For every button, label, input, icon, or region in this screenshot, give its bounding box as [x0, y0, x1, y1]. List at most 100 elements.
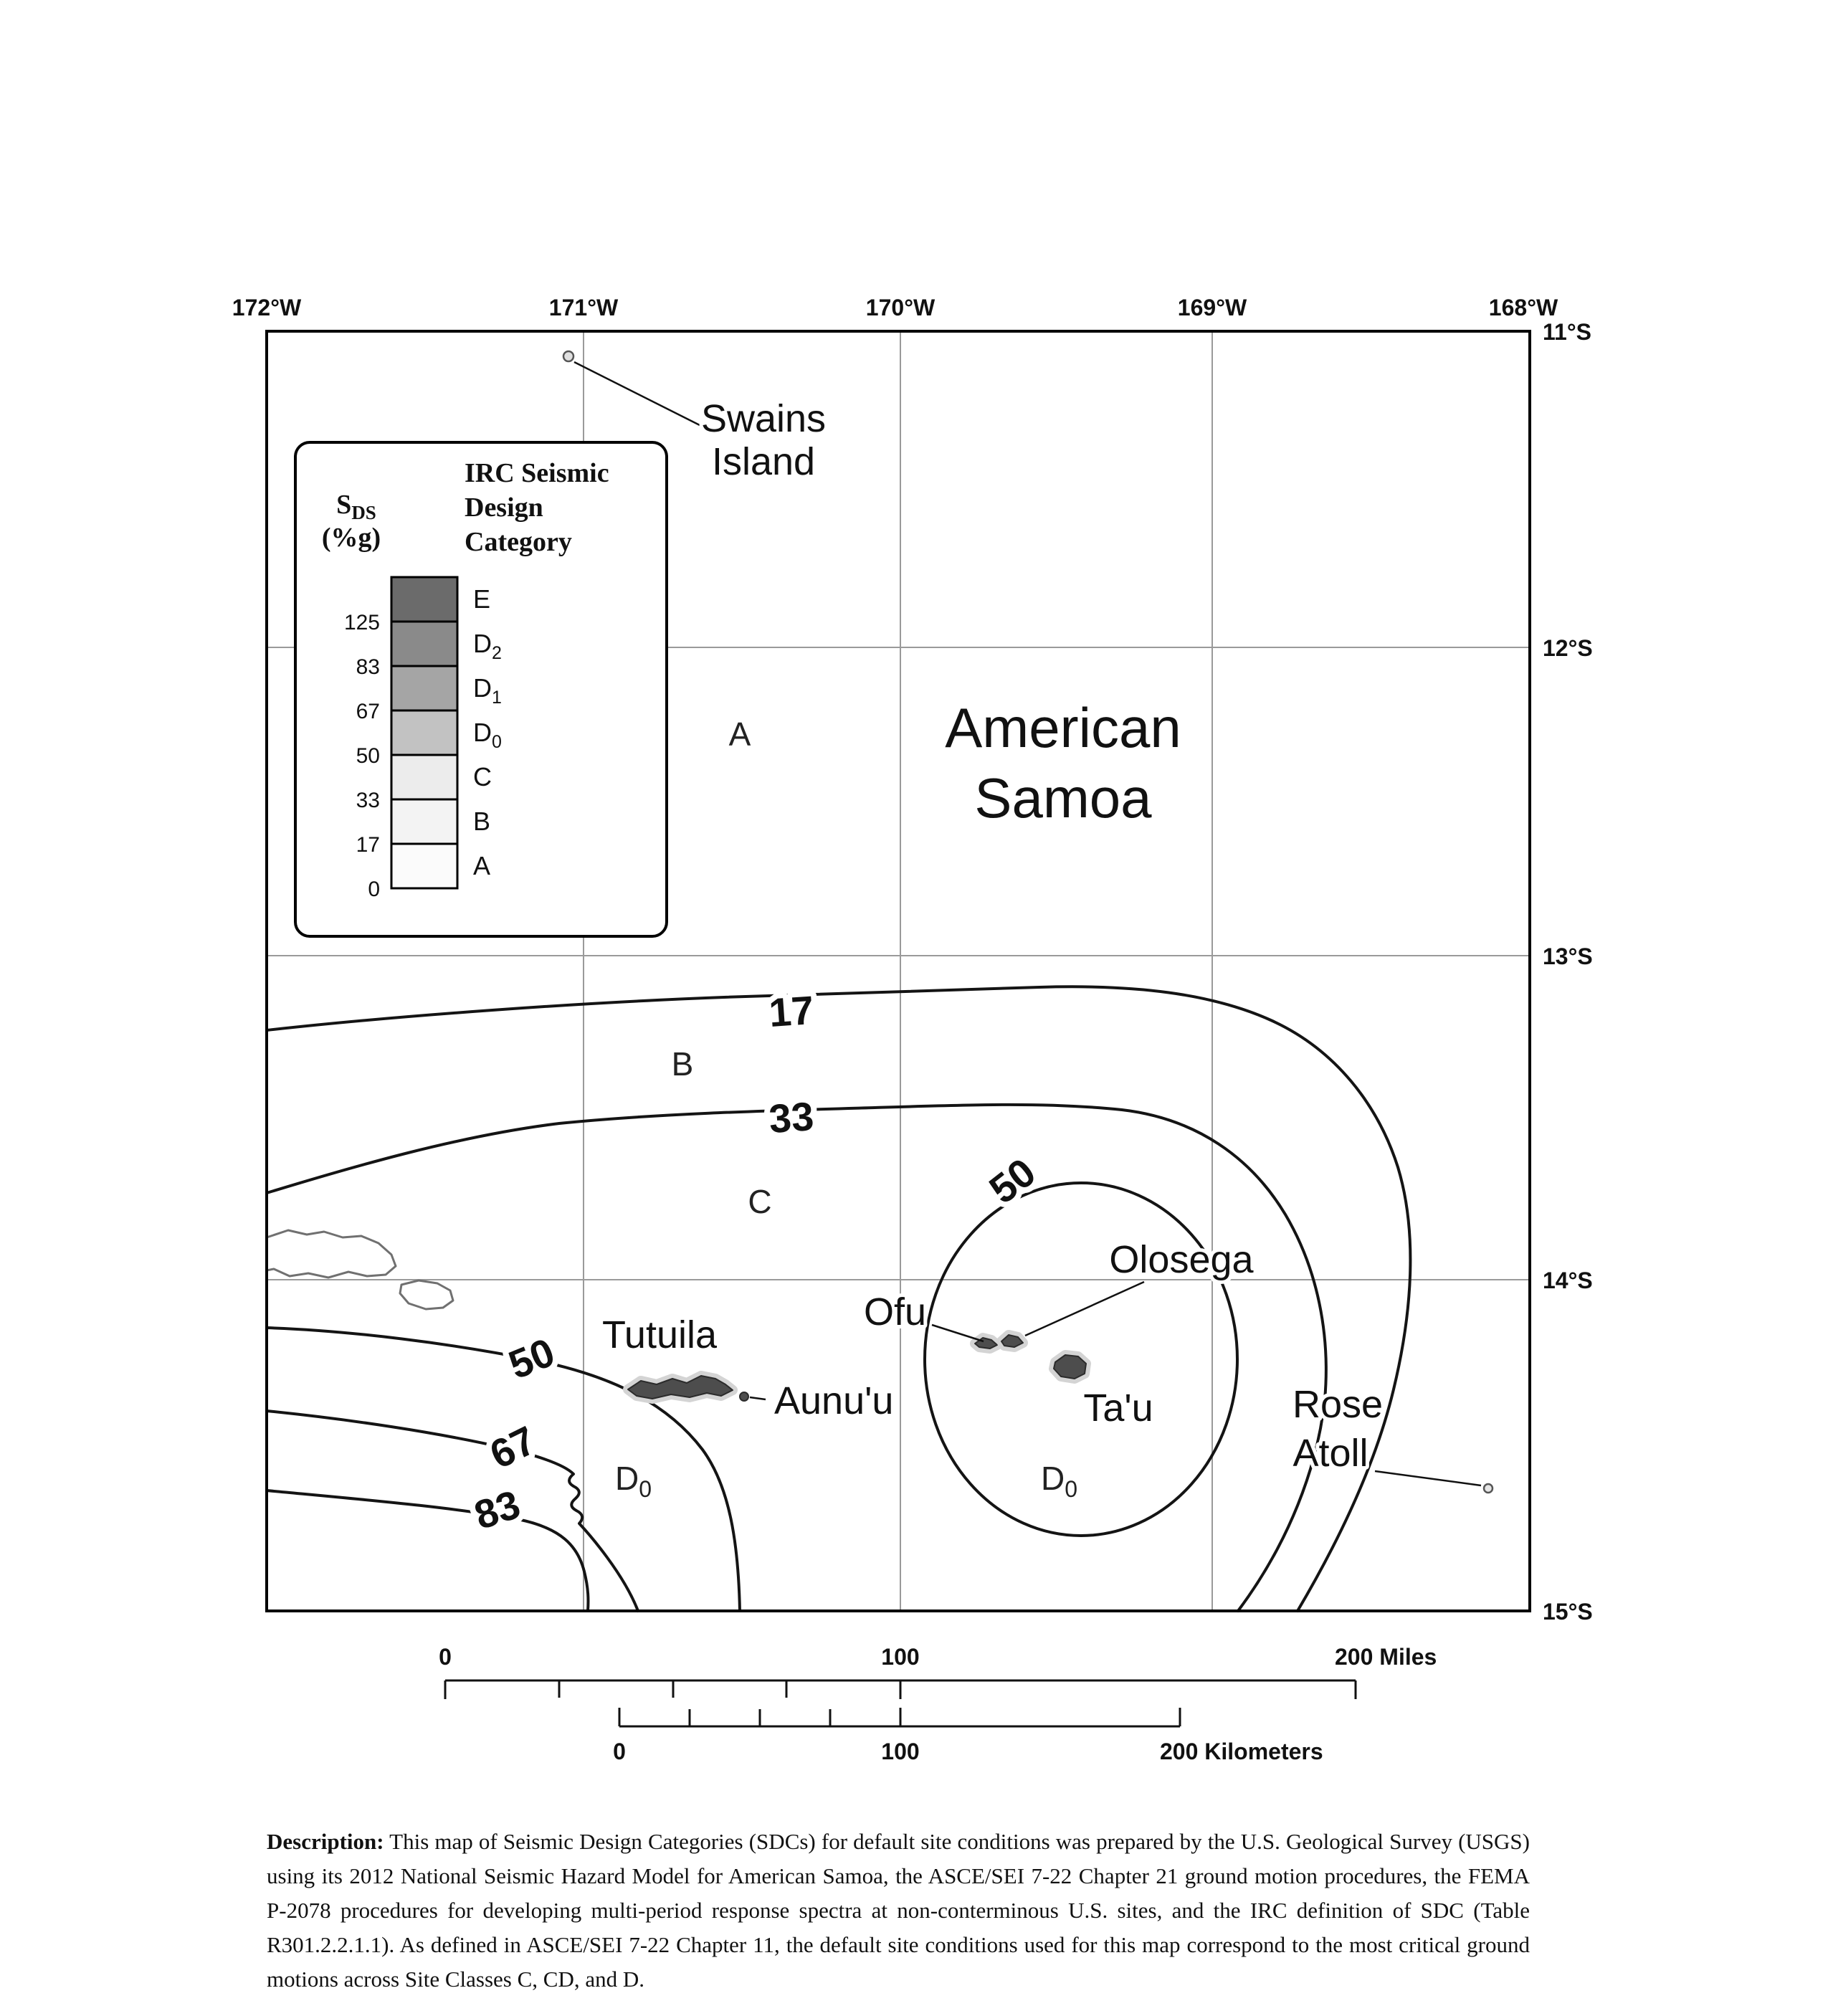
scalebar-miles: 0 100 200 Miles [439, 1644, 1437, 1699]
legend-cat-d2: D2 [473, 629, 502, 663]
contour-67-label: 67 [483, 1417, 543, 1478]
contour-50-west-line [265, 1326, 741, 1612]
legend-cat-d0: D0 [473, 718, 502, 752]
legend-sds-label: SDS [336, 490, 376, 523]
map-description: Description: This map of Seismic Design … [267, 1825, 1530, 1997]
longitude-labels: 172°W 171°W 170°W 169°W 168°W [232, 295, 1558, 320]
legend-value-33: 33 [356, 789, 380, 812]
legend-cat-d1: D1 [473, 673, 502, 708]
tutuila-label: Tutuila [602, 1313, 718, 1356]
legend-sds-unit: (%g) [322, 523, 381, 553]
legend-cat-c-base: C [473, 762, 492, 791]
olosega-label: Olosega [1109, 1238, 1254, 1281]
legend-value-17: 17 [356, 833, 380, 857]
map-title-line1: American [945, 696, 1181, 759]
contour-17-label: 17 [768, 987, 816, 1035]
legend-swatch-b [390, 798, 459, 845]
lat-label-14s: 14°S [1543, 1268, 1593, 1293]
legend-swatch-d1 [390, 665, 459, 712]
legend-cat-e: E [473, 584, 490, 614]
legend-title-line2: Design [465, 493, 543, 523]
latitude-labels: 11°S 12°S 13°S 14°S 15°S [1543, 319, 1593, 1625]
aunuu-leader-line [749, 1396, 766, 1401]
legend-swatch-d0 [390, 709, 459, 756]
legend-value-125: 125 [344, 611, 380, 634]
legend-cat-b-base: B [473, 807, 490, 836]
zone-d0-east-base: D [1041, 1460, 1065, 1497]
rose-atoll-label-line2: Atoll [1293, 1432, 1368, 1475]
contour-50-oval-label: 50 [981, 1149, 1044, 1212]
lat-label-11s: 11°S [1543, 319, 1591, 345]
contour-17-line [265, 985, 1412, 1612]
legend-cat-d1-sub: 1 [492, 688, 502, 708]
km-label-0: 0 [613, 1739, 626, 1764]
km-label-100: 100 [881, 1739, 919, 1764]
tau-island [1053, 1354, 1087, 1379]
miles-label-0: 0 [439, 1644, 452, 1670]
description-lead: Description: [267, 1829, 384, 1854]
samoa-outline-islands [266, 1229, 454, 1311]
zone-a-label: A [729, 715, 751, 753]
zone-d0-west-label: D0 [615, 1460, 652, 1502]
contour-labels: 17 33 50 50 67 83 [463, 981, 1049, 1544]
legend-cat-a-base: A [473, 851, 490, 880]
legend-value-50: 50 [356, 744, 380, 768]
contour-67-line [265, 1409, 639, 1612]
tutuila-island [627, 1375, 733, 1399]
contour-33-line [265, 1103, 1328, 1612]
swains-island-label-line1: Swains [701, 397, 826, 440]
legend-cat-e-base: E [473, 584, 490, 614]
swains-leader-line [573, 361, 702, 427]
legend-cat-d2-base: D [473, 629, 492, 658]
ofu-leader-line [931, 1323, 984, 1343]
contour-83-label: 83 [469, 1481, 525, 1538]
zone-b-label: B [672, 1045, 694, 1083]
legend-value-83: 83 [356, 655, 380, 679]
legend: SDS (%g) IRC Seismic Design Category 125… [294, 441, 668, 938]
legend-swatch-e [390, 576, 459, 623]
islands [562, 350, 1494, 1494]
legend-title-line3: Category [465, 527, 572, 557]
upolu-outline [399, 1279, 454, 1311]
lon-label-171w: 171°W [549, 295, 619, 320]
legend-cat-c: C [473, 762, 492, 791]
olosega-island [1001, 1334, 1024, 1348]
lat-label-12s: 12°S [1543, 635, 1593, 661]
lon-label-170w: 170°W [866, 295, 936, 320]
savaii-outline [266, 1229, 397, 1279]
lon-label-168w: 168°W [1489, 295, 1558, 320]
legend-cat-d0-sub: 0 [492, 732, 502, 752]
legend-cat-a: A [473, 851, 490, 880]
map-title-line2: Samoa [974, 766, 1152, 829]
legend-title-line1: IRC Seismic [465, 458, 609, 488]
zone-d0-east-sub: 0 [1065, 1476, 1077, 1502]
km-label-200: 200 Kilometers [1160, 1739, 1323, 1764]
legend-cat-b: B [473, 807, 490, 836]
legend-cat-d2-sub: 2 [492, 643, 502, 663]
rose-atoll-leader-line [1374, 1470, 1482, 1487]
rose-atoll-label-line1: Rose [1293, 1383, 1383, 1426]
zone-labels: A B C D0 D0 [615, 715, 1077, 1502]
leader-lines [573, 361, 1482, 1487]
legend-sds-base: S [336, 490, 351, 520]
tau-label: Ta'u [1083, 1387, 1153, 1430]
legend-swatch-d2 [390, 620, 459, 667]
swains-island-label-line2: Island [712, 440, 815, 483]
miles-label-200: 200 Miles [1335, 1644, 1437, 1670]
contour-50-west-label: 50 [503, 1329, 561, 1388]
contour-lines [265, 985, 1412, 1612]
ofu-label: Ofu [864, 1290, 926, 1333]
legend-box [294, 441, 668, 938]
legend-value-0: 0 [368, 878, 380, 901]
legend-swatch-c [390, 753, 459, 801]
zone-c-label: C [748, 1183, 771, 1220]
contour-50-oval-line [923, 1181, 1239, 1537]
legend-sds-sub: DS [351, 502, 376, 523]
lon-label-172w: 172°W [232, 295, 302, 320]
legend-cat-d1-base: D [473, 673, 492, 703]
legend-cat-d0-base: D [473, 718, 492, 747]
rose-atoll-island [1482, 1483, 1494, 1494]
contour-83-line [265, 1489, 590, 1612]
